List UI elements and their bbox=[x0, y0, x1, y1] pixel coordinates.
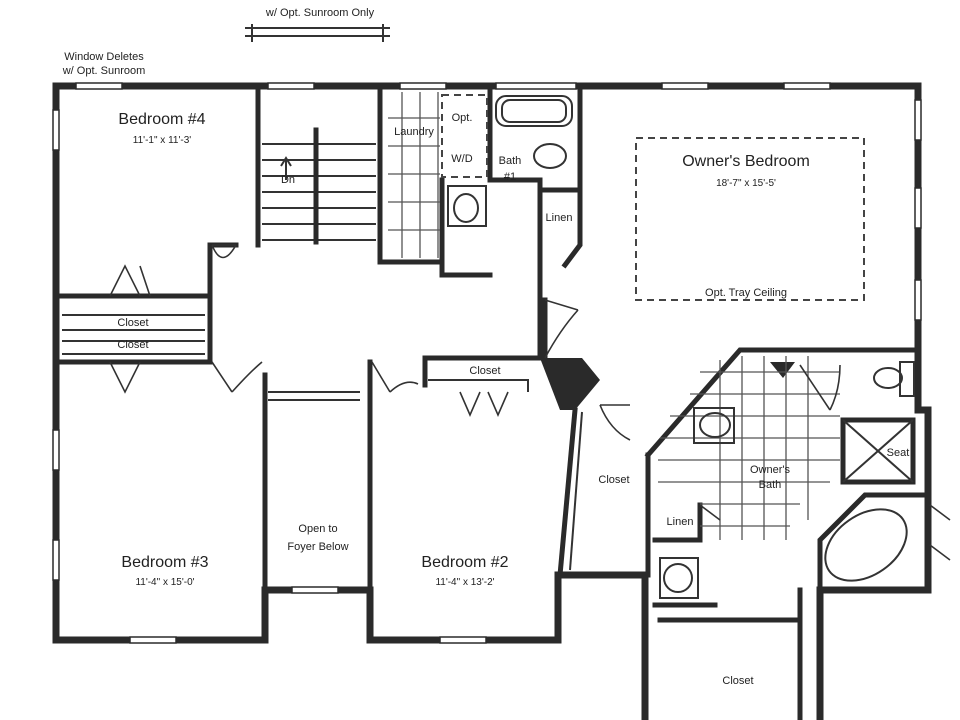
closet-label-3: Closet bbox=[469, 365, 500, 377]
window-deletes-note-2: w/ Opt. Sunroom bbox=[62, 65, 146, 77]
bedroom3-dims: 11'-4" x 15'-0' bbox=[135, 577, 194, 588]
tray-ceiling-outline bbox=[635, 137, 865, 301]
bath1-label: Bath bbox=[499, 155, 522, 167]
owners-bath-label: Owner's bbox=[750, 464, 790, 476]
wd-label: W/D bbox=[451, 153, 472, 165]
bedroom4-name: Bedroom #4 bbox=[118, 111, 205, 128]
opt-label: Opt. bbox=[452, 112, 473, 124]
closet-label-4: Closet bbox=[598, 474, 629, 486]
bath1-fixtures bbox=[447, 95, 573, 227]
laundry-tile bbox=[388, 92, 440, 258]
owners-bedroom-dims: 18'-7" x 15'-5' bbox=[716, 178, 776, 189]
laundry-label: Laundry bbox=[394, 126, 434, 138]
bath1-number: #1 bbox=[504, 171, 516, 183]
staircase bbox=[262, 127, 376, 245]
bedroom2-name: Bedroom #2 bbox=[421, 554, 508, 571]
tray-ceiling-note: Opt. Tray Ceiling bbox=[705, 287, 787, 299]
stairs-label: Dn bbox=[281, 174, 295, 186]
linen-label-1: Linen bbox=[546, 212, 573, 224]
closet-label-2: Closet bbox=[117, 339, 148, 351]
open-foyer-label-2: Foyer Below bbox=[287, 541, 348, 553]
windows bbox=[52, 82, 922, 644]
linen-label-2: Linen bbox=[667, 516, 694, 528]
sunroom-window-symbol bbox=[245, 24, 390, 42]
exterior-walls bbox=[52, 82, 932, 720]
closet-label-1: Closet bbox=[117, 317, 148, 329]
sunroom-note: w/ Opt. Sunroom Only bbox=[265, 7, 375, 19]
window-deletes-note: Window Deletes bbox=[64, 51, 144, 63]
interior-walls bbox=[55, 87, 921, 720]
doors bbox=[109, 244, 951, 561]
closet-label-5: Closet bbox=[722, 675, 753, 687]
bedroom3-name: Bedroom #3 bbox=[121, 554, 208, 571]
owners-bedroom-name: Owner's Bedroom bbox=[682, 153, 810, 170]
bedroom2-dims: 11'-4" x 13'-2' bbox=[435, 577, 494, 588]
opt-wd-box bbox=[441, 94, 488, 178]
open-foyer-label: Open to bbox=[298, 523, 337, 535]
owners-bath-fixtures bbox=[659, 361, 931, 599]
bedroom4-dims: 11'-1" x 11'-3' bbox=[133, 135, 191, 146]
owners-bath-label-2: Bath bbox=[759, 479, 782, 491]
owners-bath-tile bbox=[658, 356, 840, 540]
seat-label: Seat bbox=[887, 447, 910, 459]
